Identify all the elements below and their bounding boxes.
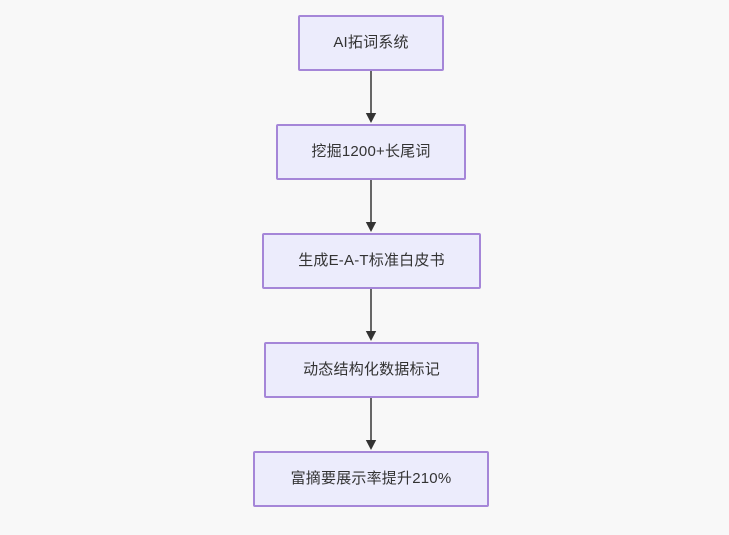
flow-node-label: 生成E-A-T标准白皮书 bbox=[298, 252, 445, 269]
edge-n1-to-n2 bbox=[364, 71, 378, 124]
arrow-connector-icon bbox=[365, 398, 377, 450]
arrow-connector-icon bbox=[365, 289, 377, 341]
flow-node-label: AI拓词系统 bbox=[333, 34, 409, 51]
arrow-connector-icon bbox=[365, 71, 377, 123]
arrow-connector-icon bbox=[365, 180, 377, 232]
flow-node-ai-keyword-system[interactable]: AI拓词系统 bbox=[298, 15, 444, 71]
flow-node-label: 挖掘1200+长尾词 bbox=[311, 143, 431, 160]
edge-n4-to-n5 bbox=[364, 398, 378, 451]
flow-node-generate-eat-whitepaper[interactable]: 生成E-A-T标准白皮书 bbox=[262, 233, 481, 289]
edge-n2-to-n3 bbox=[364, 180, 378, 233]
flow-node-mine-longtail-keywords[interactable]: 挖掘1200+长尾词 bbox=[276, 124, 466, 180]
edge-n3-to-n4 bbox=[364, 289, 378, 342]
flow-node-label: 富摘要展示率提升210% bbox=[290, 470, 452, 487]
flow-node-rich-snippet-impression-lift[interactable]: 富摘要展示率提升210% bbox=[253, 451, 489, 507]
flow-node-label: 动态结构化数据标记 bbox=[303, 361, 440, 378]
flow-node-dynamic-structured-data-markup[interactable]: 动态结构化数据标记 bbox=[264, 342, 479, 398]
